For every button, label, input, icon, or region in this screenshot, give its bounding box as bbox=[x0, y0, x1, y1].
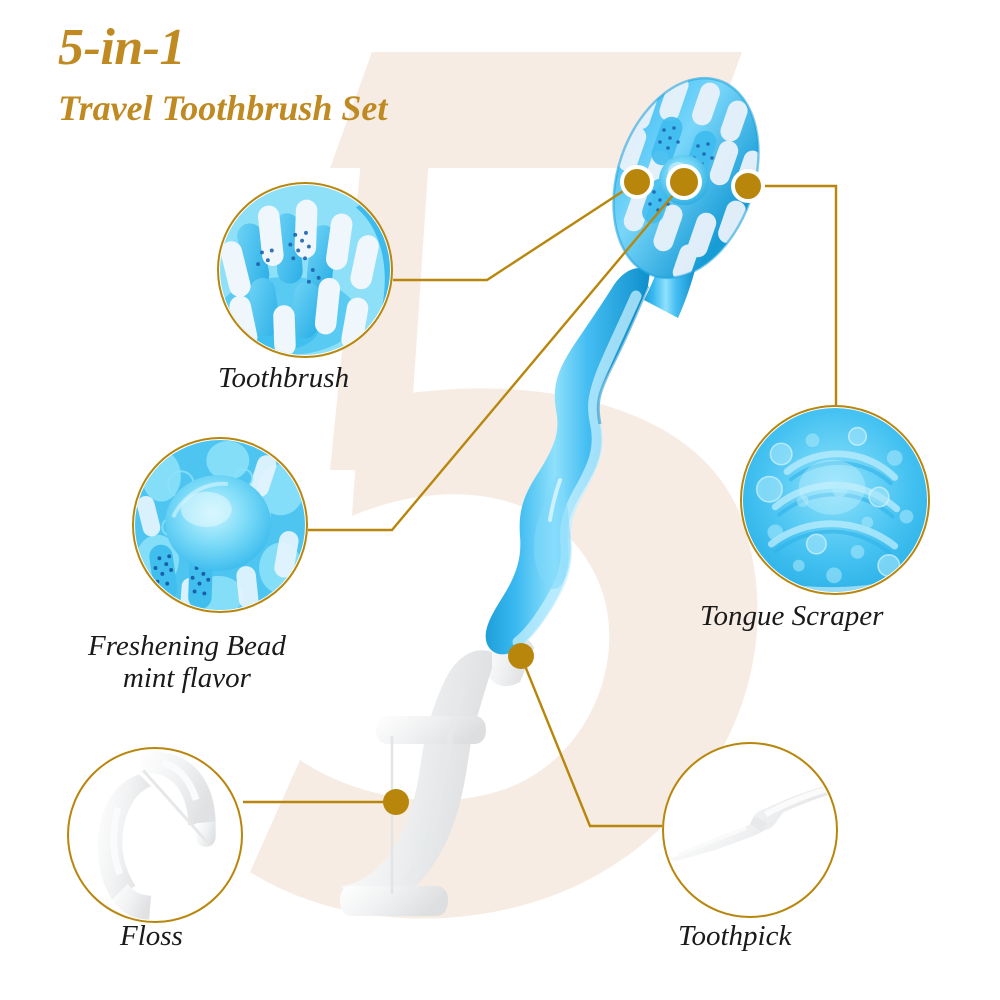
mint-bead bbox=[659, 155, 709, 205]
line-toothpick bbox=[519, 655, 662, 828]
page-subtitle: Travel Toothbrush Set bbox=[58, 88, 388, 128]
dot-floss[interactable] bbox=[383, 789, 409, 815]
toothbrush-bristles-closeup-icon bbox=[219, 184, 391, 356]
label-freshening-bead-line2: mint flavor bbox=[122, 662, 251, 695]
line-toothbrush bbox=[393, 180, 638, 282]
label-toothbrush: Toothbrush bbox=[218, 362, 350, 394]
floss-pick-closeup-icon bbox=[69, 749, 241, 921]
blue-handle bbox=[485, 268, 650, 655]
dot-freshening-bead[interactable] bbox=[666, 164, 702, 200]
dot-toothbrush[interactable] bbox=[620, 165, 654, 199]
label-toothpick: Toothpick bbox=[678, 920, 792, 952]
label-freshening-bead: Freshening Bead mint flavor bbox=[88, 630, 286, 695]
dot-toothpick[interactable] bbox=[508, 643, 534, 669]
page-title: 5-in-1 bbox=[58, 19, 186, 76]
bristle-field bbox=[617, 74, 762, 282]
mint-bead-closeup-icon bbox=[134, 439, 306, 611]
line-tongue-scraper bbox=[748, 184, 838, 405]
callout-circle-toothbrush[interactable] bbox=[217, 182, 393, 358]
brush-head bbox=[612, 74, 762, 318]
title-block: 5-in-1 Travel Toothbrush Set bbox=[58, 19, 388, 128]
dot-tongue-scraper[interactable] bbox=[731, 169, 765, 203]
label-tongue-scraper: Tongue Scraper bbox=[700, 600, 884, 632]
floss-string-detail bbox=[142, 769, 209, 844]
label-floss: Floss bbox=[120, 920, 183, 952]
tongue-scraper-closeup-icon bbox=[742, 407, 928, 593]
callout-circle-toothpick[interactable] bbox=[662, 742, 838, 918]
callout-circle-freshening-bead[interactable] bbox=[132, 437, 308, 613]
label-freshening-bead-line1: Freshening Bead bbox=[88, 630, 286, 662]
floss-pick-arm bbox=[340, 633, 534, 916]
callout-circle-tongue-scraper[interactable] bbox=[740, 405, 930, 595]
toothpick-closeup-icon bbox=[664, 744, 836, 916]
callout-circle-floss[interactable] bbox=[67, 747, 243, 923]
